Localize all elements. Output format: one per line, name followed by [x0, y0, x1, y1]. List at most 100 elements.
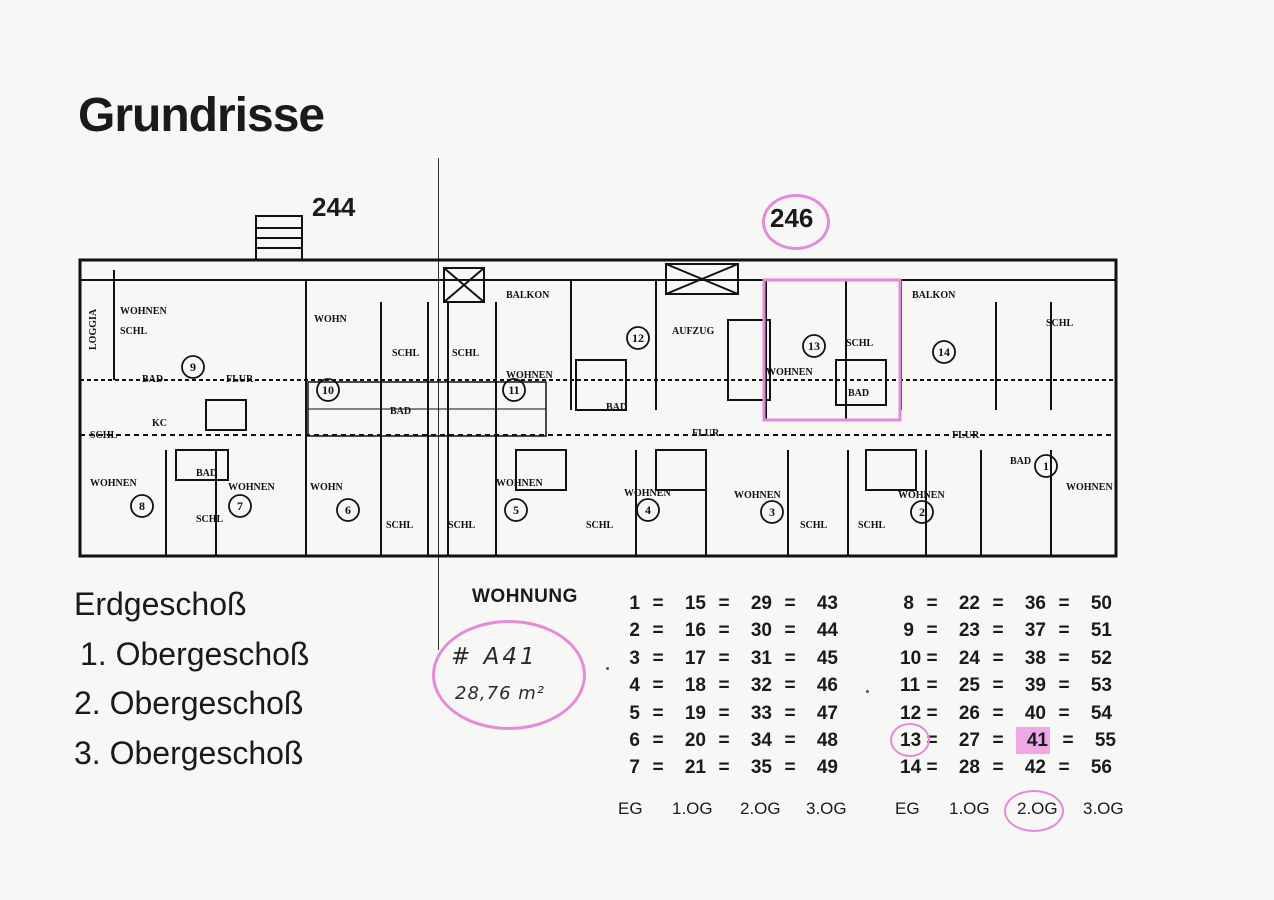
apartment-number: 10	[900, 647, 922, 669]
floor-3og: 3. Obergeschoß	[74, 735, 304, 771]
equals-sign: =	[992, 757, 1004, 779]
apartment-number: 28	[958, 757, 980, 779]
unit-label-2: 2	[919, 505, 925, 519]
table-row: 5=19=33=47	[624, 700, 838, 727]
apartment-number: 52	[1090, 647, 1112, 669]
room-label-schl-11: SCHL	[452, 348, 480, 359]
unit-label-5: 5	[513, 503, 519, 517]
apartment-number: 26	[958, 702, 980, 724]
equals-sign: =	[992, 675, 1004, 697]
unit-label-7: 7	[237, 499, 243, 513]
equals-sign: =	[784, 593, 796, 614]
apartment-number: 44	[816, 620, 838, 642]
apartment-number: 19	[684, 702, 706, 724]
equals-sign: =	[718, 702, 730, 724]
house-number-highlight-circle	[762, 194, 830, 250]
apartment-number: 47	[816, 702, 838, 724]
room-label-flur-246: FLUR	[952, 430, 980, 441]
room-label-flur-9: FLUR	[226, 374, 254, 385]
page-title: Grundrisse	[78, 89, 325, 142]
floor-eg: Erdgeschoß	[74, 586, 247, 622]
apartment-number: 40	[1024, 702, 1046, 724]
unit-label-3: 3	[769, 505, 775, 519]
room-label-kc: KC	[152, 418, 167, 429]
apartment-number: 20	[684, 729, 706, 751]
apartment-number: 46	[816, 675, 838, 697]
handwritten-area: 28,76 m²	[455, 683, 546, 704]
apartment-number: 9	[903, 620, 914, 642]
room-label-bad-center: BAD	[390, 406, 411, 417]
equals-sign: =	[926, 729, 938, 751]
apartment-number: 33	[750, 702, 772, 724]
equals-sign: =	[1058, 647, 1070, 669]
handwritten-note-circle	[432, 620, 586, 730]
apartment-number: 27	[958, 729, 980, 751]
equals-sign: =	[784, 620, 796, 642]
equals-sign: =	[652, 757, 664, 779]
apartment-number: 48	[816, 729, 838, 751]
column-header: EG	[618, 799, 643, 818]
apartment-number: 31	[750, 647, 772, 669]
room-label-wohnen-11: WOHNEN	[506, 370, 553, 381]
equals-sign: =	[718, 593, 730, 614]
apartment-number: 24	[958, 647, 980, 669]
equals-sign: =	[784, 675, 796, 697]
room-label-schl-13: SCHL	[846, 338, 874, 349]
floor-2og: 2. Obergeschoß	[74, 685, 304, 721]
table-row: 3=17=31=45	[624, 645, 838, 672]
equals-sign: =	[1058, 593, 1070, 614]
floor-plan-drawing: 9 10 11 12 13 14 8 7 6 5 4 3 2 1 LOGGIA …	[78, 215, 1118, 558]
room-label-wohnen-2: WOHNEN	[898, 490, 945, 501]
room-label-bad-1: BAD	[1010, 456, 1031, 467]
equals-sign: =	[1062, 729, 1074, 751]
room-label-bad-13: BAD	[848, 388, 869, 399]
apartment-number: 25	[958, 675, 980, 697]
room-label-wohnen-8: WOHNEN	[90, 478, 137, 489]
table-row: 8=22=36=50	[900, 590, 1116, 617]
table-row: 9=23=37=51	[900, 617, 1116, 644]
equals-sign: =	[1058, 620, 1070, 642]
apartment-number: 53	[1090, 675, 1112, 697]
apartment-number: 8	[903, 593, 914, 614]
equals-sign: =	[992, 647, 1004, 669]
table-row: 13=27=41=55	[890, 722, 1116, 758]
equals-sign: =	[784, 702, 796, 724]
column-header: 1.OG	[672, 799, 713, 818]
room-label-flur: FLUR	[692, 428, 720, 439]
apartment-number: 5	[629, 702, 640, 724]
equals-sign: =	[652, 620, 664, 642]
apartment-number: 35	[750, 757, 772, 779]
room-label-wohnen-13: WOHNEN	[766, 367, 813, 378]
apartment-number: 55	[1094, 729, 1116, 751]
unit-label-14: 14	[938, 345, 950, 359]
apartment-number: 18	[684, 675, 706, 697]
equals-sign: =	[1058, 757, 1070, 779]
section-divider-line	[438, 158, 439, 650]
room-label-balkon-14: BALKON	[912, 290, 956, 301]
equals-sign: =	[652, 729, 664, 751]
house-number-244: 244	[312, 192, 356, 222]
table-row: 2=16=30=44	[624, 617, 838, 644]
room-label-schl-9: SCHL	[120, 326, 148, 337]
apartment-number: 11	[900, 675, 921, 697]
room-label-bad-7: BAD	[196, 468, 217, 479]
unit-label-8: 8	[139, 499, 145, 513]
apartment-number: 6	[629, 729, 640, 751]
table-row: 7=21=35=49	[624, 754, 838, 781]
apartment-number: 37	[1024, 620, 1046, 642]
apartment-number: 13	[890, 722, 930, 758]
table-row: 6=20=34=48	[624, 727, 838, 754]
column-2og-highlight-circle	[1004, 790, 1064, 832]
equals-sign: =	[718, 647, 730, 669]
apartment-number: 23	[958, 620, 980, 642]
apartment-number: 14	[900, 757, 922, 779]
unit-label-10: 10	[322, 383, 334, 397]
apartment-number: 43	[816, 593, 838, 614]
column-header: EG	[895, 799, 920, 818]
room-label-bad-9: BAD	[142, 374, 163, 385]
unit-label-6: 6	[345, 503, 351, 517]
equals-sign: =	[926, 757, 938, 779]
